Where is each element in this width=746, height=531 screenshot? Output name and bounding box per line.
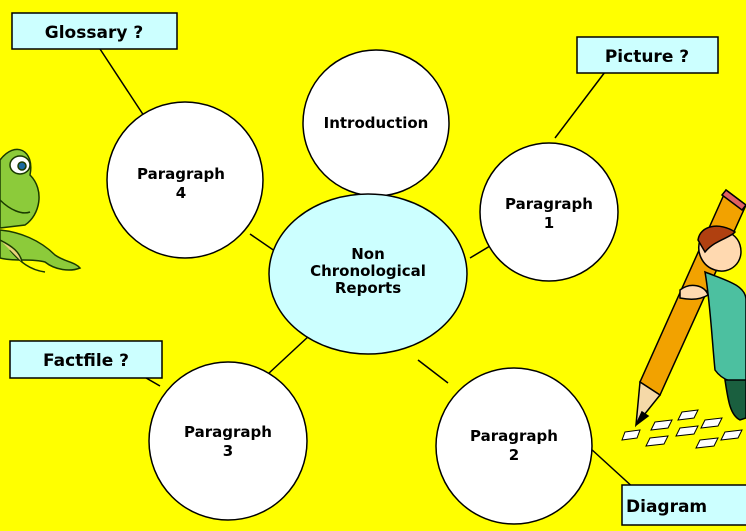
connector-lines bbox=[99, 48, 637, 491]
center-line-2: Chronological bbox=[310, 262, 426, 280]
center-topic: Non Chronological Reports bbox=[268, 193, 468, 355]
glossary-label: Glossary ? bbox=[45, 23, 143, 43]
line-center-paragraph3 bbox=[267, 334, 311, 375]
paragraph1-label: Paragraph bbox=[505, 195, 593, 213]
diagram-box: Diagram bbox=[621, 484, 746, 526]
boy-with-pencil-clipart bbox=[621, 188, 746, 449]
glossary-box: Glossary ? bbox=[11, 12, 178, 50]
picture-label: Picture ? bbox=[605, 47, 689, 67]
factfile-label: Factfile ? bbox=[43, 351, 129, 371]
factfile-box: Factfile ? bbox=[9, 340, 163, 379]
paragraph3-number: 3 bbox=[223, 442, 233, 460]
line-center-paragraph2 bbox=[417, 359, 449, 384]
paragraph1-circle: Paragraph 1 bbox=[479, 142, 619, 282]
picture-box: Picture ? bbox=[576, 36, 719, 74]
paragraph4-label: Paragraph bbox=[137, 165, 225, 183]
center-line-1: Non bbox=[351, 245, 385, 263]
introduction-circle: Introduction bbox=[302, 49, 450, 197]
line-paragraph2-diagram bbox=[589, 447, 637, 491]
paragraph4-number: 4 bbox=[176, 184, 186, 202]
line-glossary-paragraph4 bbox=[99, 48, 149, 123]
paragraph1-number: 1 bbox=[544, 214, 554, 232]
line-picture-paragraph1 bbox=[554, 71, 606, 139]
paragraph2-number: 2 bbox=[509, 446, 519, 464]
center-line-3: Reports bbox=[335, 279, 401, 297]
introduction-label: Introduction bbox=[324, 114, 429, 132]
frog-clipart bbox=[0, 148, 82, 273]
paragraph3-label: Paragraph bbox=[184, 423, 272, 441]
paragraph4-circle: Paragraph 4 bbox=[106, 101, 264, 259]
diagram-label: Diagram bbox=[626, 497, 707, 517]
paragraph3-circle: Paragraph 3 bbox=[148, 361, 308, 521]
paragraph2-label: Paragraph bbox=[470, 427, 558, 445]
paragraph2-circle: Paragraph 2 bbox=[435, 367, 593, 525]
